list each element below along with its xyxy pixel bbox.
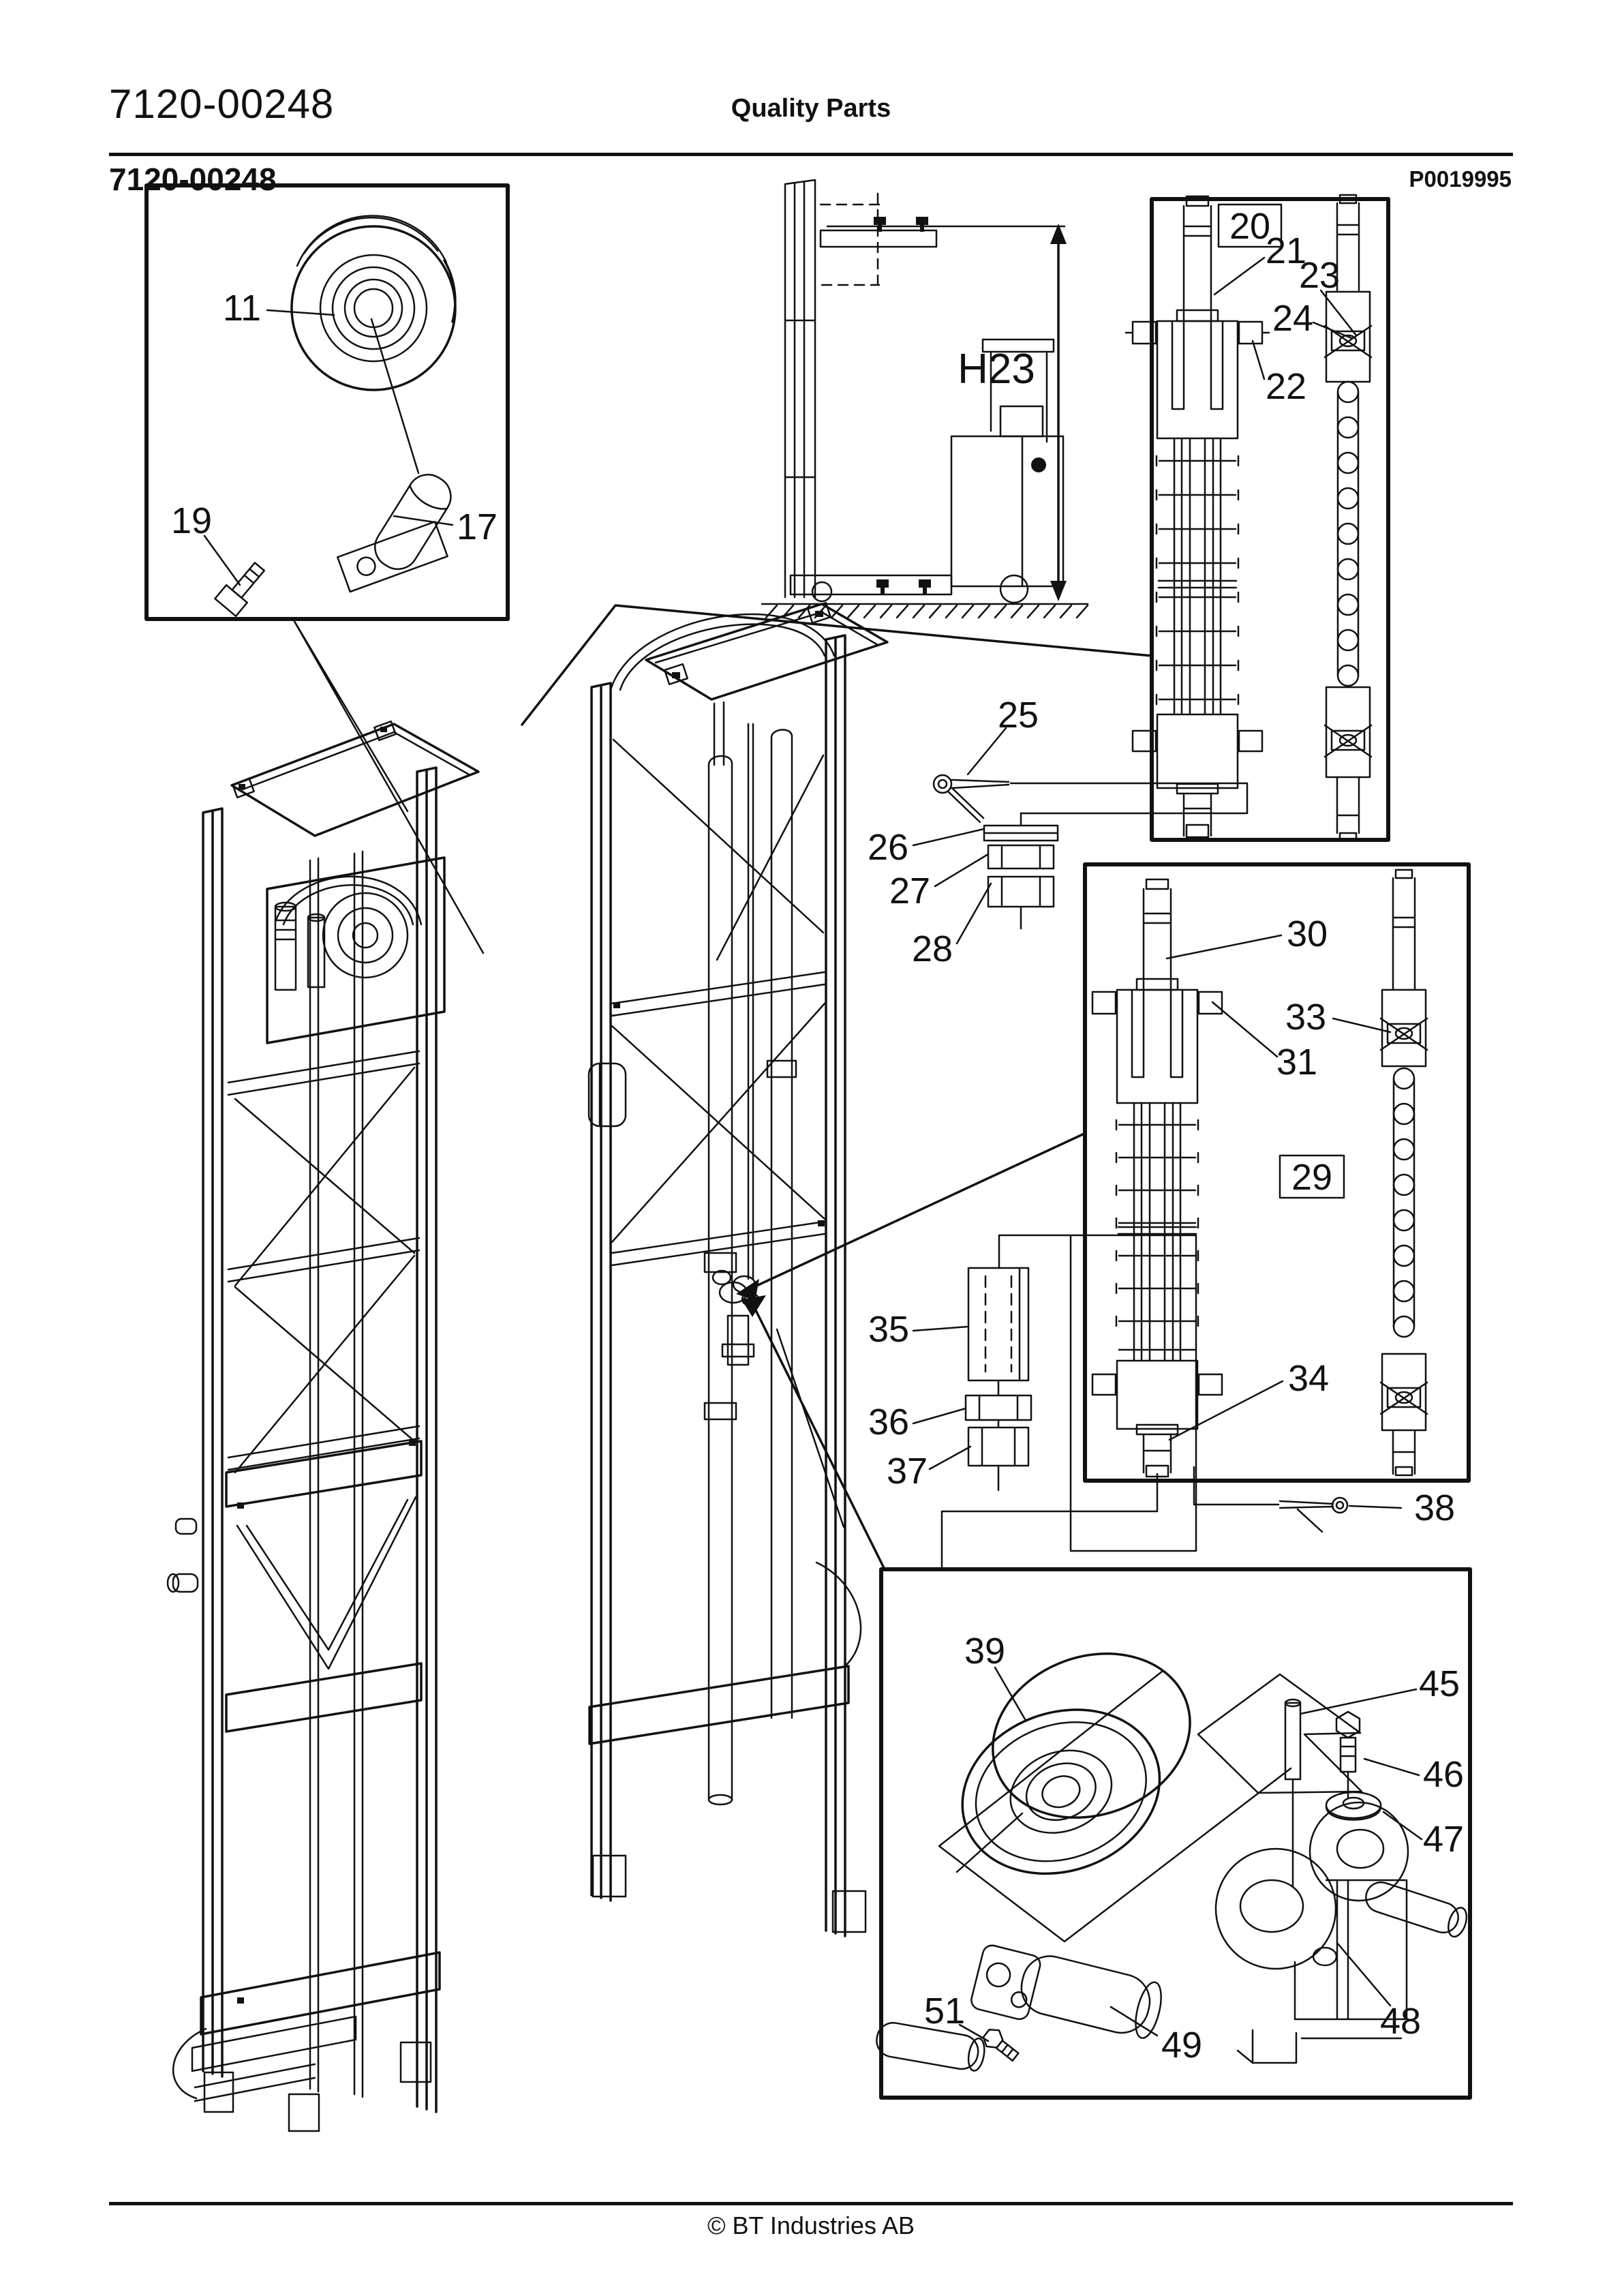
footer-rule bbox=[109, 2202, 1513, 2205]
detail-box-pulley bbox=[876, 1567, 1472, 2100]
detail-box-chain-upper bbox=[1124, 194, 1390, 842]
bolt-drawing bbox=[214, 562, 265, 618]
callout-33: 33 bbox=[1285, 997, 1326, 1038]
page-title: 7120-00248 bbox=[109, 162, 277, 197]
leader-to-chain-box bbox=[521, 604, 1153, 726]
roller-chain-drawing-2 bbox=[1379, 868, 1428, 1477]
washer-nut-stack-26-28 bbox=[912, 812, 1059, 945]
bracket-48-drawing bbox=[1214, 1801, 1409, 2064]
callout-29: 29 bbox=[1291, 1157, 1332, 1198]
page-number-header: 7120-00248 bbox=[109, 81, 335, 127]
washer-47-drawing bbox=[1325, 1791, 1382, 1821]
bolt-51-drawing bbox=[982, 2028, 1020, 2062]
cotter-pin-38-drawing bbox=[1279, 1496, 1403, 1533]
truck-drawing bbox=[761, 179, 1089, 619]
header-rule bbox=[109, 153, 1513, 156]
callout-22: 22 bbox=[1266, 366, 1306, 407]
callout-30: 30 bbox=[1287, 913, 1328, 954]
roller-49-drawing bbox=[970, 1944, 1162, 2039]
h23-dimension bbox=[826, 224, 1067, 601]
leader-25-circuit bbox=[1009, 782, 1249, 815]
chain-anchor-drawing bbox=[1124, 195, 1270, 839]
callout-49: 49 bbox=[1161, 2025, 1202, 2066]
callout-23: 23 bbox=[1299, 255, 1340, 296]
callout-21: 21 bbox=[1266, 230, 1306, 271]
footer-copyright: © BT Industries AB bbox=[707, 2211, 915, 2239]
chain-anchor-drawing-2 bbox=[1091, 878, 1223, 1478]
callout-45: 45 bbox=[1419, 1663, 1460, 1704]
callout-48: 48 bbox=[1380, 2001, 1421, 2042]
callout-34: 34 bbox=[1288, 1358, 1329, 1399]
right-mast-drawing bbox=[587, 601, 889, 1937]
callout-labels: 11 17 19 H23 20 21 22 23 24 25 26 27 28 … bbox=[171, 203, 1464, 2066]
roller-chain-drawing bbox=[1323, 194, 1373, 841]
callout-17: 17 bbox=[457, 507, 498, 547]
callout-36: 36 bbox=[868, 1402, 909, 1442]
callout-25: 25 bbox=[998, 695, 1039, 736]
callout-31: 31 bbox=[1276, 1042, 1317, 1083]
sleeve-nut-stack-35-37 bbox=[912, 1234, 1197, 1552]
callout-11: 11 bbox=[223, 288, 261, 329]
detail-arrows bbox=[736, 1132, 1087, 1569]
callout-51: 51 bbox=[924, 1991, 965, 2031]
callout-46: 46 bbox=[1423, 1754, 1464, 1795]
callout-47: 47 bbox=[1423, 1819, 1464, 1860]
detail-box-guide-roller bbox=[144, 183, 510, 621]
zigzag-outline bbox=[1197, 1673, 1363, 1794]
plate-outline bbox=[938, 1670, 1292, 1943]
quality-parts-header: Quality Parts bbox=[731, 94, 891, 123]
callout-19: 19 bbox=[171, 500, 212, 541]
cotter-pin-25-drawing bbox=[932, 727, 1010, 824]
left-mast-drawing bbox=[166, 720, 480, 2132]
callout-28: 28 bbox=[912, 928, 953, 969]
callout-39: 39 bbox=[964, 1631, 1005, 1672]
pin-lower-drawing bbox=[876, 2022, 985, 2072]
callout-24: 24 bbox=[1272, 298, 1313, 339]
connector-box29 bbox=[940, 1466, 1280, 1571]
dimension-h23: H23 bbox=[958, 346, 1035, 393]
pin-drawing bbox=[374, 474, 452, 571]
callout-35: 35 bbox=[868, 1309, 909, 1350]
callout-27: 27 bbox=[889, 871, 930, 911]
callout-26: 26 bbox=[868, 827, 908, 868]
guide-roller-drawing bbox=[290, 215, 457, 474]
callout-20: 20 bbox=[1229, 206, 1270, 247]
callout-box-20 bbox=[1217, 203, 1283, 248]
callout-38: 38 bbox=[1414, 1487, 1455, 1528]
detail-box-chain-lower bbox=[1083, 862, 1471, 1483]
pulley-wheel-drawing bbox=[961, 1652, 1191, 1875]
callout-box-29 bbox=[1279, 1154, 1345, 1199]
pin-45-drawing bbox=[1284, 1698, 1302, 1888]
callout-37: 37 bbox=[887, 1451, 928, 1492]
axle-pin-drawing bbox=[1365, 1881, 1468, 1938]
bracket-drawing bbox=[337, 521, 448, 593]
inset-leader-lines bbox=[292, 618, 485, 954]
plate-code: P0019995 bbox=[1409, 166, 1512, 192]
